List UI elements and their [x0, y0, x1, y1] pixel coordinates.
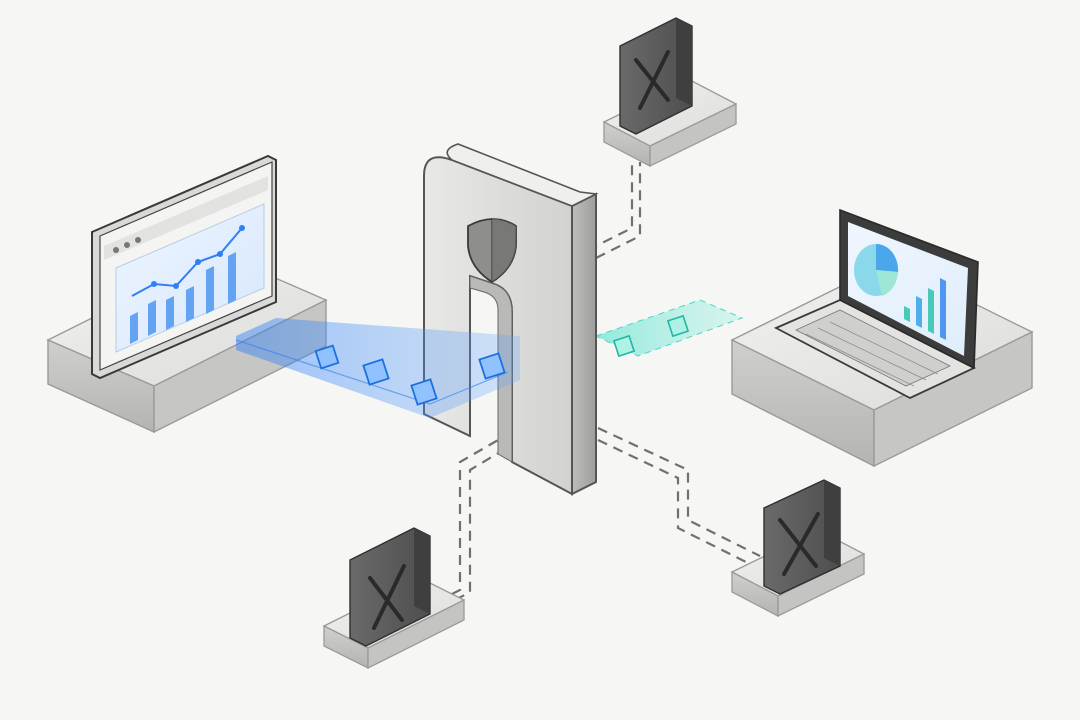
- blue-packet: [410, 378, 438, 406]
- teal-packet: [666, 314, 690, 338]
- link-gate-to-bottom-right-node: [597, 427, 761, 557]
- dashboard-line-chart-icon: [131, 227, 243, 297]
- blue-packet: [314, 344, 340, 370]
- window-dot-icon: [124, 242, 130, 248]
- link-gate-to-top-node-2: [595, 162, 642, 259]
- link-gate-to-bottom-right-node-2: [597, 439, 751, 565]
- teal-data-stream: [594, 299, 744, 358]
- laptop-node: [730, 208, 1034, 468]
- link-gate-to-top-node: [587, 162, 634, 251]
- laptop: [773, 208, 979, 400]
- x-mark-icon: [778, 512, 820, 576]
- blocked-node-bottom-right: [730, 479, 866, 618]
- window-dot-icon: [135, 237, 141, 243]
- blue-packet: [478, 352, 506, 380]
- blocked-node-top: [602, 17, 738, 168]
- blocked-node-bottom-left: [322, 527, 466, 670]
- pie-chart-icon: [854, 243, 899, 296]
- link-gate-to-bottom-left-node-2: [447, 439, 521, 605]
- x-mark-icon: [368, 564, 406, 630]
- laptop-bar-chart-icon: [904, 278, 946, 340]
- dashboard-node: [46, 154, 328, 434]
- x-mark-icon: [634, 50, 670, 110]
- window-dot-icon: [113, 247, 119, 253]
- blue-packet: [362, 358, 390, 386]
- shield-icon: [467, 218, 517, 284]
- security-gateway: [423, 143, 599, 496]
- blue-data-stream: [235, 318, 520, 418]
- dashboard-monitor: [91, 154, 277, 380]
- dashboard-bar-chart-icon: [130, 252, 236, 344]
- link-gate-to-bottom-left-node: [439, 431, 513, 601]
- teal-packet: [612, 334, 636, 358]
